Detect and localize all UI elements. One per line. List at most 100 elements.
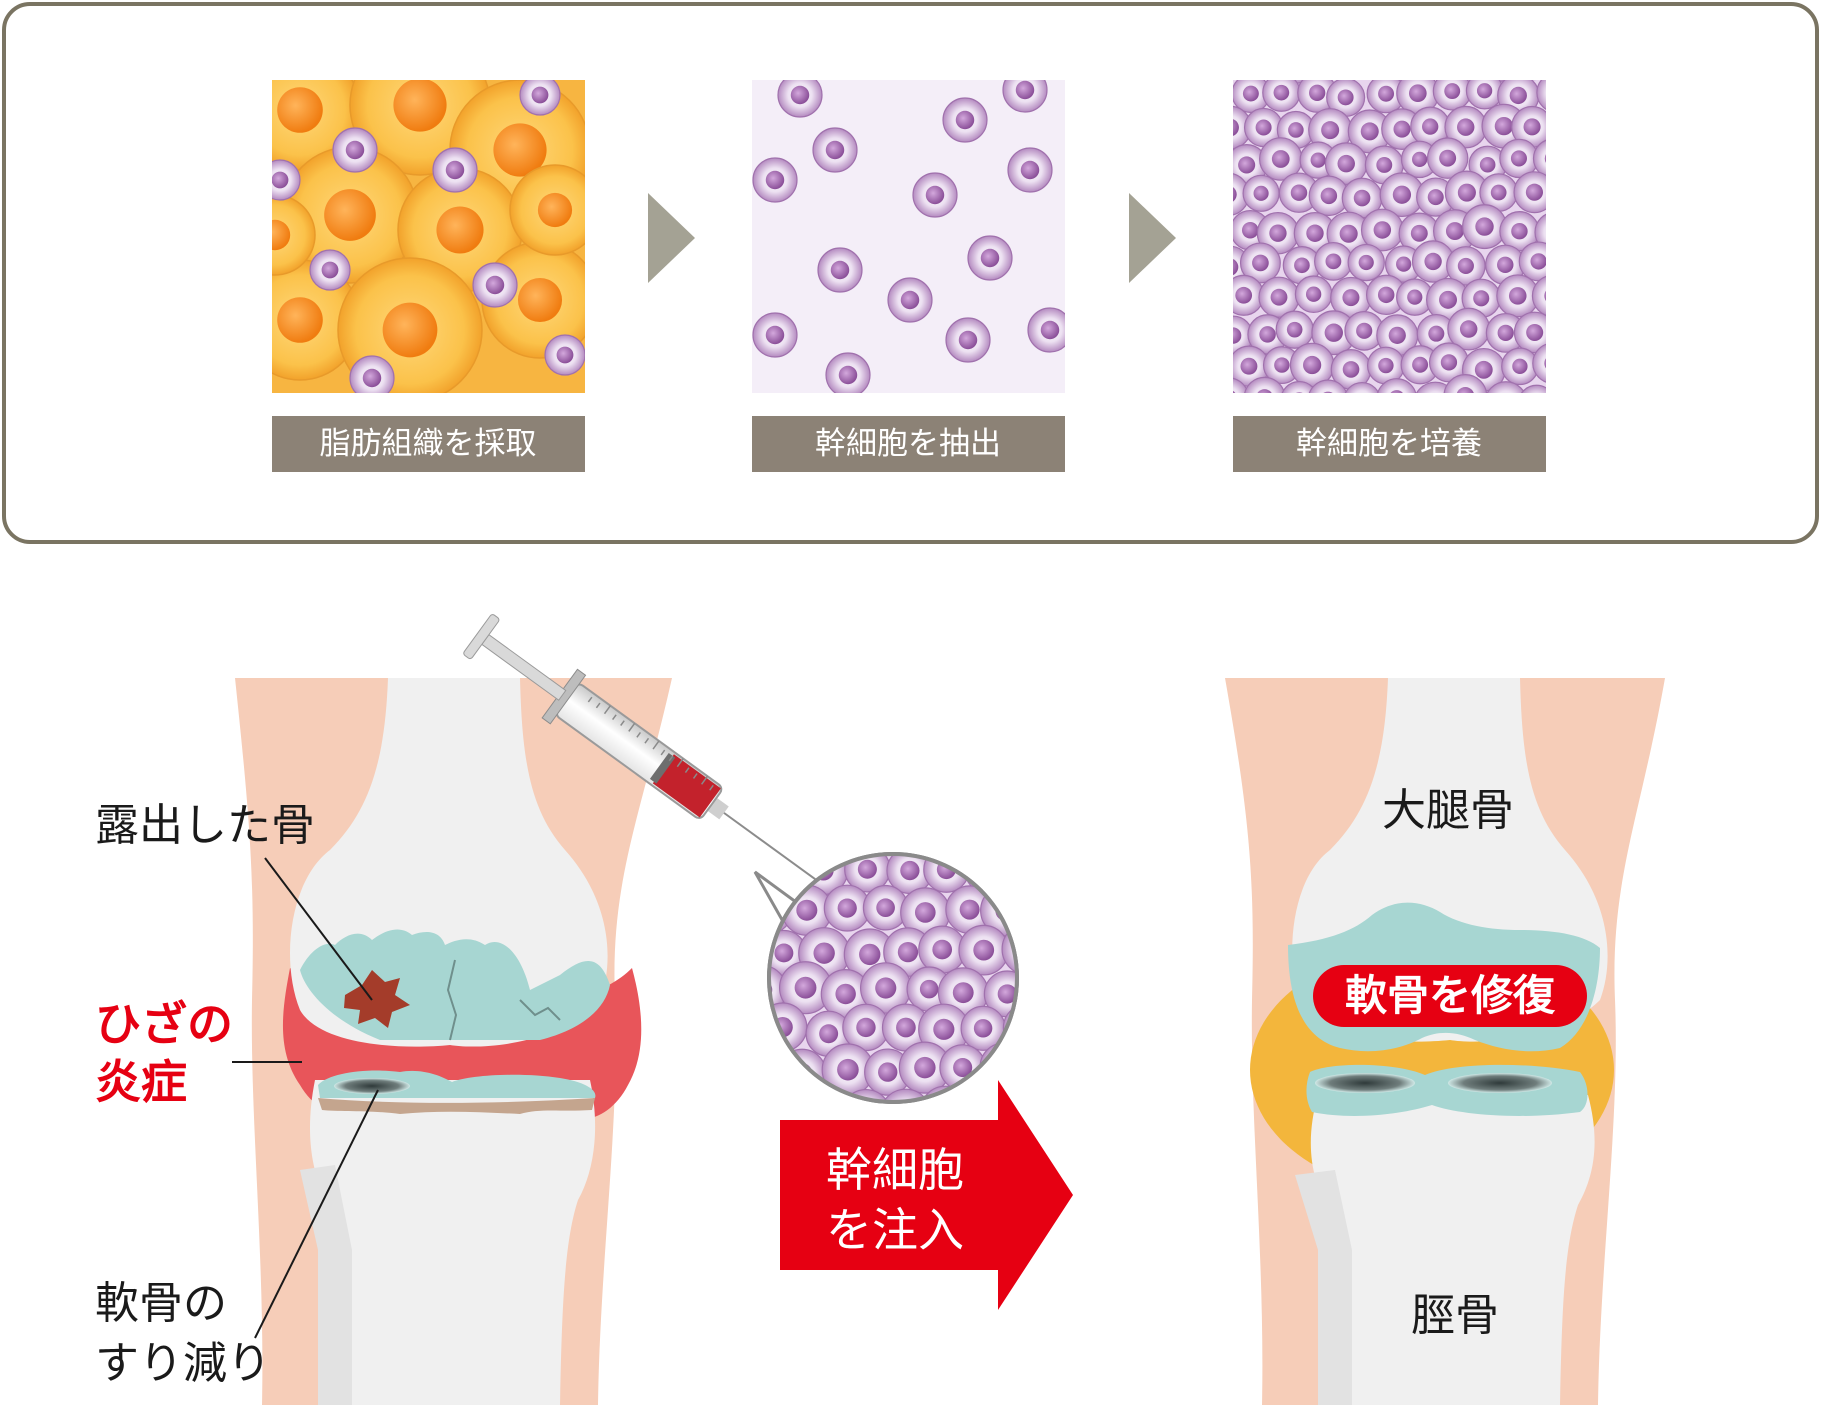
stem-cell: [1007, 147, 1053, 193]
cartilage-crack: [446, 959, 561, 1041]
stem-cell: [770, 1005, 772, 1052]
stem-cell: [1308, 108, 1353, 153]
exposed-bone-label: 露出した骨: [95, 800, 315, 851]
step-arrow-icon: [1129, 193, 1176, 283]
stem-cell: [1233, 274, 1265, 316]
stem-cell: [1281, 380, 1317, 393]
stem-cell: [1002, 80, 1048, 113]
stem-cell: [332, 127, 378, 173]
fat-cell: [272, 194, 316, 276]
stem-cell: [1444, 170, 1489, 215]
stem-cell: [544, 334, 585, 376]
fibula: [1295, 1170, 1352, 1405]
inflammation-label: 炎症: [95, 1055, 187, 1109]
stem-cell: [1513, 171, 1546, 214]
stem-cell: [432, 147, 478, 193]
stem-cell: [840, 1088, 892, 1101]
stem-cell: [777, 80, 823, 118]
stem-cell: [1443, 374, 1488, 393]
stem-cell: [770, 1046, 788, 1096]
tibia-label: 脛骨: [1411, 1290, 1499, 1341]
stem-cell: [1496, 274, 1540, 318]
stem-cell: [1462, 204, 1508, 250]
stem-cell: [1513, 311, 1546, 354]
stem-cell: [1426, 137, 1469, 179]
stem-cell: [778, 961, 833, 1015]
stem-cell: [1262, 346, 1301, 385]
stem-cell: [1308, 379, 1348, 393]
tibia: [310, 1080, 596, 1405]
stem-cell: [825, 352, 871, 393]
injection-label: を注入: [826, 1203, 964, 1257]
stem-cell: [272, 159, 301, 201]
repair-label: 軟骨を修復: [1345, 971, 1556, 1020]
stem-cell: [923, 855, 970, 893]
stem-cell: [859, 855, 912, 856]
stem-cell: [1344, 381, 1380, 393]
stem-cell: [812, 127, 858, 173]
stem-cell: [309, 249, 351, 291]
stem-cell: [817, 855, 868, 859]
stem-cell: [1446, 246, 1486, 286]
cartilage-wear-label: 軟骨の: [95, 1278, 227, 1329]
stem-cell: [1027, 307, 1065, 353]
stem-cell: [1520, 384, 1546, 393]
stem-cell: [1278, 172, 1320, 213]
stem-cell: [898, 1041, 951, 1094]
stem-cell: [1233, 377, 1249, 393]
stem-cell: [912, 172, 958, 218]
stem-cell: [999, 855, 1016, 898]
step-label-box: [752, 416, 1065, 472]
cartilage-wear-label: すり減り: [95, 1338, 271, 1389]
exposed-bone-spot: [344, 970, 410, 1028]
injection-arrow: [780, 1080, 1073, 1310]
stem-cell: [1239, 242, 1281, 284]
stem-cell: [984, 808, 1029, 853]
stem-cell: [1400, 345, 1440, 385]
repair-badge: [1313, 965, 1587, 1027]
stem-cell: [1360, 208, 1404, 252]
stem-cell: [779, 855, 829, 856]
stem-cell: [967, 235, 1013, 281]
stem-cell: [942, 97, 988, 143]
worn-edge: [318, 1098, 595, 1114]
stem-cell: [1242, 174, 1280, 212]
stem-cell: [983, 970, 1016, 1018]
stem-cell: [960, 1005, 1006, 1051]
stem-cell: [1326, 80, 1366, 117]
stem-cell: [864, 1048, 912, 1096]
stem-cell: [472, 262, 518, 308]
meniscus-hole: [334, 1078, 410, 1094]
stem-cell: [903, 804, 951, 852]
stem-cell: [1501, 347, 1539, 386]
stem-cell: [1347, 243, 1385, 282]
stem-cell: [945, 885, 994, 934]
stem-cell: [770, 1085, 771, 1101]
stem-cell: [958, 924, 1010, 976]
stem-cell: [1410, 106, 1451, 147]
stem-cell: [349, 355, 395, 393]
stem-cell: [821, 1043, 875, 1097]
step-arrow-icon: [648, 193, 695, 283]
stem-cell: [883, 927, 933, 977]
stem-cell: [1486, 381, 1526, 393]
stem-cell: [1330, 276, 1372, 319]
stem-cell: [1411, 240, 1455, 283]
stem-cell: [1536, 80, 1546, 110]
stem-cell: [1297, 80, 1338, 113]
fat-tissue-image: [272, 80, 585, 393]
stem-cell: [1384, 245, 1423, 283]
stem-cell: [1262, 80, 1301, 112]
inflammation-label: ひざの: [95, 997, 233, 1051]
meniscus-hole: [1315, 1073, 1415, 1093]
stem-cell: [1344, 310, 1385, 351]
stem-cell: [887, 277, 933, 323]
damaged-knee: [235, 678, 672, 1405]
injection-label: 幹細胞: [826, 1143, 964, 1197]
stem-cell: [752, 157, 798, 203]
stem-cell: [900, 887, 951, 938]
stem-cell: [817, 247, 863, 293]
stem-cell: [723, 927, 769, 973]
stem-cell: [879, 1088, 932, 1101]
